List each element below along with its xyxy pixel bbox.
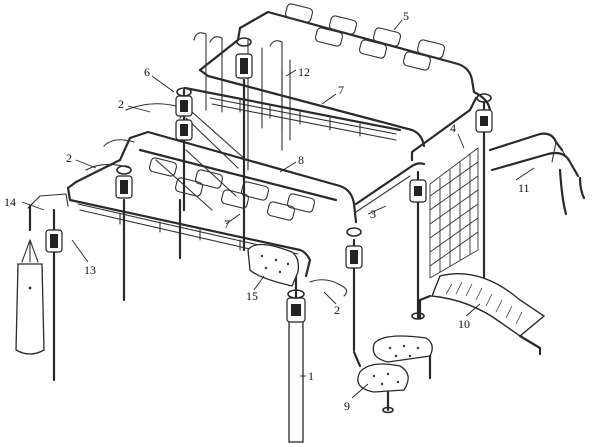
- right-posts: [409, 93, 493, 320]
- callout-10: 10: [458, 317, 470, 331]
- callout-4: 4: [450, 121, 456, 135]
- main-post-1: [286, 258, 306, 443]
- callout-labels: 1 2 2 2 3 4 5 6 7 7 8 9 10 11 12 13 14 1…: [4, 9, 530, 413]
- post-clamps: [45, 37, 363, 269]
- callout-9: 9: [344, 399, 350, 413]
- monkey-bars: [284, 3, 446, 71]
- sit-up-bench-10: [418, 273, 546, 356]
- punching-bag: [15, 193, 69, 355]
- climbing-net-4: [429, 147, 479, 279]
- callout-2-top: 2: [118, 97, 124, 111]
- callout-14: 14: [4, 195, 16, 209]
- callout-13: 13: [84, 263, 96, 277]
- middle-frame: [182, 78, 402, 252]
- callout-12: 12: [298, 65, 310, 79]
- front-monkey-bars: [148, 157, 316, 221]
- cross-braces: [155, 111, 247, 211]
- callout-2-front: 2: [334, 303, 340, 317]
- callout-7-top: 7: [338, 83, 344, 97]
- callout-7-front: 7: [224, 217, 230, 231]
- step-platforms-9: [352, 335, 433, 414]
- ladder-12: [193, 32, 283, 131]
- callout-8: 8: [298, 153, 304, 167]
- callout-6: 6: [144, 65, 150, 79]
- front-frame: [52, 130, 426, 382]
- parallel-bars-11: [488, 132, 586, 216]
- callout-1: 1: [308, 369, 314, 383]
- callout-3: 3: [370, 207, 376, 221]
- callout-15: 15: [246, 289, 258, 303]
- callout-2-left: 2: [66, 151, 72, 165]
- callout-11: 11: [518, 181, 530, 195]
- callout-5: 5: [403, 9, 409, 23]
- pad-15: [247, 243, 300, 287]
- leader-lines: [21, 19, 535, 399]
